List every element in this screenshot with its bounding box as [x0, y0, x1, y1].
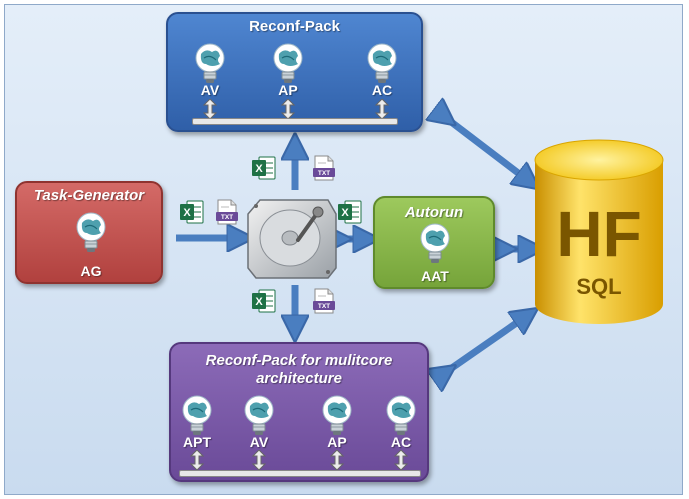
module-label-aat: AAT	[421, 268, 449, 284]
reconf-multicore-title-line1: Reconf-Pack for mulitcore	[205, 352, 393, 369]
reconf-multicore-title-line2: architecture	[256, 370, 342, 387]
hard-drive-icon	[247, 199, 337, 279]
arrow-reconf-pack-db	[446, 118, 530, 182]
module-label-av: AV	[200, 82, 220, 98]
updown-arrow-icon	[203, 99, 217, 119]
module-label-av: AV	[249, 434, 269, 450]
module-label-ag: AG	[80, 263, 102, 279]
excel-file-icon	[251, 156, 276, 180]
reconf-pack-title: Reconf-Pack	[249, 18, 340, 35]
lightbulb-brain-icon	[273, 43, 303, 84]
excel-file-icon	[337, 200, 362, 224]
excel-file-icon	[251, 289, 276, 313]
reconf-pack-bus	[192, 118, 398, 125]
module-label-ac: AC	[371, 82, 393, 98]
updown-arrow-icon	[281, 99, 295, 119]
lightbulb-brain-icon	[195, 43, 225, 84]
task-generator-title: Task-Generator	[33, 187, 145, 204]
updown-arrow-icon	[190, 450, 204, 470]
txt-file-icon	[312, 288, 336, 314]
lightbulb-brain-icon	[244, 395, 274, 436]
arrow-multicore-db	[446, 315, 528, 372]
updown-arrow-icon	[375, 99, 389, 119]
task-generator-box: Task-Generator AG	[15, 181, 163, 284]
reconf-multicore-box: Reconf-Pack for mulitcore architecture A…	[169, 342, 429, 482]
multicore-bus	[179, 470, 421, 477]
lightbulb-brain-icon	[182, 395, 212, 436]
autorun-title: Autorun	[404, 204, 464, 221]
module-label-apt: APT	[183, 434, 211, 450]
txt-file-icon	[312, 155, 336, 181]
txt-file-icon	[215, 199, 239, 225]
updown-arrow-icon	[394, 450, 408, 470]
updown-arrow-icon	[252, 450, 266, 470]
lightbulb-brain-icon	[367, 43, 397, 84]
lightbulb-brain-icon	[76, 212, 106, 253]
module-label-ap: AP	[278, 82, 298, 98]
module-label-ac: AC	[390, 434, 412, 450]
lightbulb-brain-icon	[322, 395, 352, 436]
module-label-ap: AP	[327, 434, 347, 450]
lightbulb-brain-icon	[386, 395, 416, 436]
excel-file-icon	[179, 200, 204, 224]
lightbulb-brain-icon	[420, 223, 450, 264]
autorun-box: Autorun AAT	[373, 196, 495, 289]
database-cylinder-icon: HF SQL	[534, 139, 664, 324]
reconf-pack-box: Reconf-Pack AV AP AC	[166, 12, 423, 132]
updown-arrow-icon	[330, 450, 344, 470]
database-label: SQL	[576, 274, 621, 299]
database-logo: HF	[556, 198, 641, 270]
